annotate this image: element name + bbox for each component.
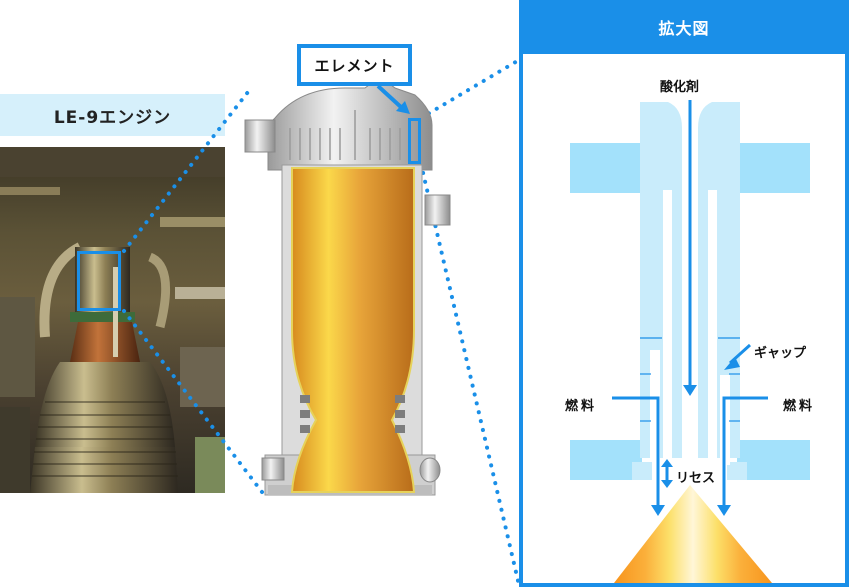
cutaway-illustration [244,81,451,496]
lower-plate-left [570,440,642,480]
connector-lines [122,58,521,587]
engine-label: LE-9エンジン [0,94,225,136]
cutaway-element-highlight [408,118,421,164]
upper-plate-right [737,143,810,193]
fuel-right-label: 燃料 [783,399,816,414]
recess-label: リセス [676,471,716,486]
oxidizer-label: 酸化剤 [660,80,700,95]
injector-element-diagram [570,100,810,583]
gap-label: ギャップ [754,346,807,361]
zoom-panel [519,0,849,587]
photo-element-highlight [77,251,121,311]
engine-photo [0,147,225,493]
flame [614,485,772,583]
engine-photo-illustration [0,147,225,493]
lower-plate-right [737,440,810,480]
zoom-panel-title: 拡大図 [519,0,849,54]
upper-plate-left [570,143,642,193]
element-callout-label: エレメント [297,44,412,86]
fuel-left-label: 燃料 [565,399,598,414]
